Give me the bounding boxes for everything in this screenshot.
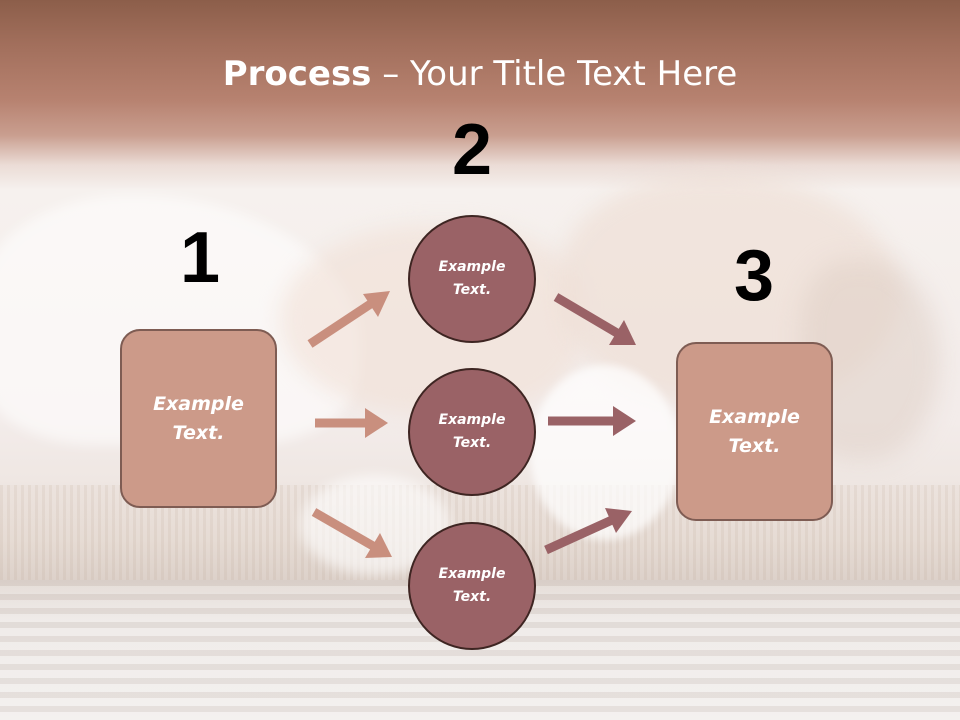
step-number-1: 1 [179,218,221,298]
circle-top-text: Example Text. [438,259,506,298]
arrow-middle-to-right [548,406,636,436]
arrow-left-to-top [307,291,390,348]
step-2-circle-middle: Example Text. [408,368,536,496]
title-bold: Process [222,54,372,94]
arrow-bottom-to-right [544,508,632,555]
step-2-circle-top: Example Text. [408,215,536,343]
step-number-3: 3 [733,236,775,316]
circle-bottom-text: Example Text. [438,566,506,605]
step-3-box: Example Text. [676,342,833,521]
step-1-box: Example Text. [120,329,277,508]
background-rolled-towel [530,365,680,540]
slide-title: Process – Your Title Text Here [0,52,960,96]
arrow-left-to-middle [315,408,388,438]
arrow-left-to-bottom [311,508,392,558]
step-number-2: 2 [451,110,493,190]
step-3-text: Example Text. [709,405,800,457]
title-rest: – Your Title Text Here [371,54,738,94]
step-1-text: Example Text. [153,392,244,444]
circle-middle-text: Example Text. [438,412,506,451]
arrow-top-to-right [553,293,636,345]
step-2-circle-bottom: Example Text. [408,522,536,650]
